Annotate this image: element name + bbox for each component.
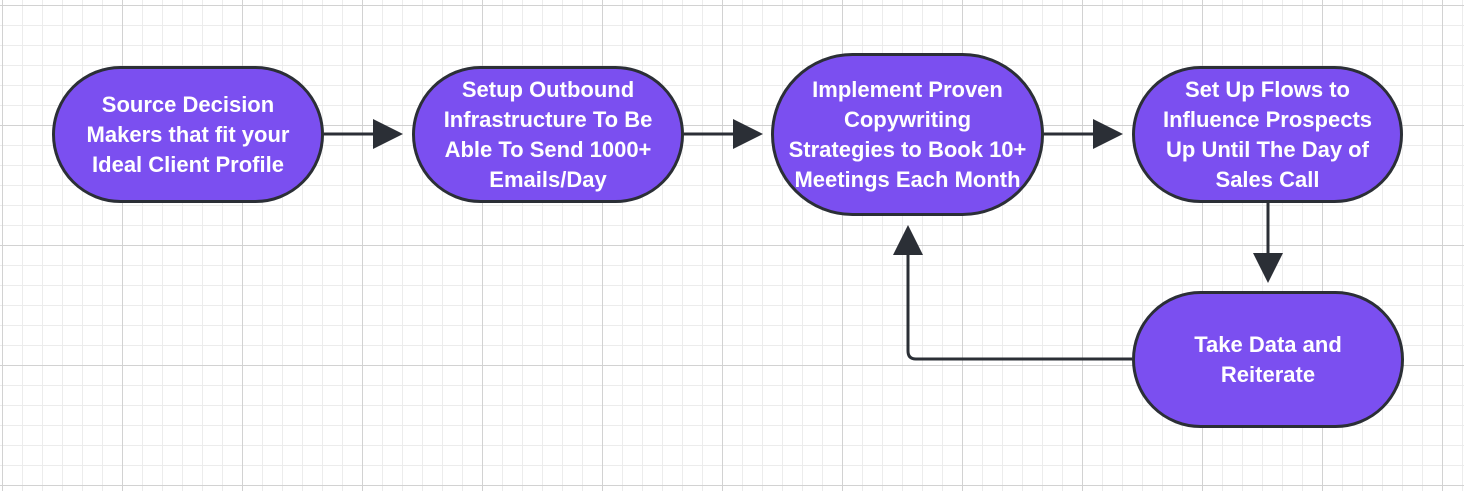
connector-take-data-to-implement xyxy=(893,225,1132,361)
node-setup-outbound[interactable]: Setup Outbound Infrastructure To Be Able… xyxy=(412,66,684,203)
node-label: Take Data and Reiterate xyxy=(1194,331,1342,387)
node-source-decision-makers[interactable]: Source Decision Makers that fit your Ide… xyxy=(52,66,324,203)
node-label: Set Up Flows to Influence Prospects Up U… xyxy=(1162,76,1373,192)
node-implement-copywriting[interactable]: Implement Proven Copywriting Strategies … xyxy=(771,53,1044,216)
node-label: Implement Proven Copywriting Strategies … xyxy=(788,76,1027,192)
node-set-up-flows[interactable]: Set Up Flows to Influence Prospects Up U… xyxy=(1132,66,1403,203)
node-label: Source Decision Makers that fit your Ide… xyxy=(86,91,290,177)
node-label: Setup Outbound Infrastructure To Be Able… xyxy=(443,76,653,192)
node-take-data[interactable]: Take Data and Reiterate xyxy=(1132,291,1404,428)
